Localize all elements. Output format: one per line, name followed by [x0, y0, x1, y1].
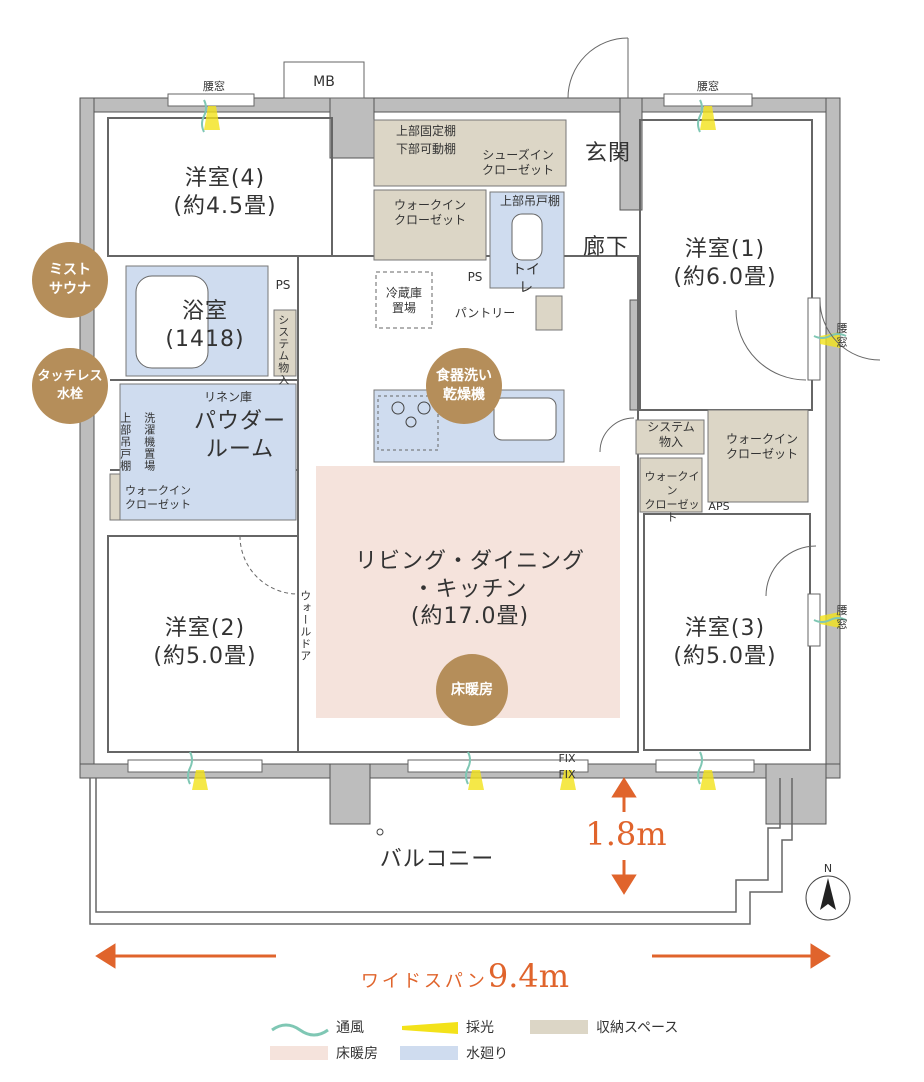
upper-hanging-shelf-label: 上部吊戸棚	[499, 194, 560, 208]
balcony-depth-label: 1.8m	[585, 815, 667, 853]
span-arrow	[95, 943, 831, 969]
kitchen-sink	[493, 397, 557, 441]
windows	[127, 61, 821, 773]
stove	[377, 395, 439, 451]
fridge-label: 冷蔵庫 置場	[385, 286, 422, 315]
bathtub	[135, 275, 209, 369]
legend-floor-heat-swatch	[270, 1046, 328, 1060]
window-label: 腰 窓	[836, 604, 848, 631]
system-storage-label: システム物入	[276, 314, 290, 386]
fridge-space	[375, 271, 433, 329]
burner-icon	[391, 401, 405, 415]
room-western-1: 洋室(1)(約6.0畳)	[660, 236, 790, 291]
mb-label: MB	[313, 74, 335, 90]
walk-in-closet-label: ウォークイン クローゼット	[125, 484, 191, 511]
north-label: N	[823, 862, 833, 875]
walk-in-closet-label: ウォークイン クローゼット	[644, 470, 700, 525]
room-size: (約5.0畳)	[153, 643, 257, 669]
legend-ventilation: 通風	[336, 1020, 364, 1036]
ps-label: PS	[467, 270, 483, 284]
room-size: (約17.0畳)	[410, 604, 530, 629]
balcony-outline	[89, 778, 793, 925]
floor-heating-badge: 床暖房	[436, 654, 508, 726]
upper-fixed-shelf-label: 上部固定棚	[396, 124, 457, 138]
room-name: 洋室(1)	[684, 237, 766, 262]
system-storage-label: システム 物入	[647, 420, 695, 449]
room-western-4: 洋室(4)(約4.5畳)	[160, 165, 290, 220]
drain-icon	[376, 828, 384, 836]
window-label: 腰 窓	[836, 322, 848, 349]
room-powder: パウダー ルーム	[193, 409, 286, 462]
legend-wave-icon	[271, 1023, 329, 1037]
legend-floor-heating: 床暖房	[336, 1046, 378, 1062]
fix-label: FIX	[558, 752, 576, 765]
window-label: 腰窓	[203, 80, 225, 93]
room-balcony: バルコニー	[379, 847, 495, 872]
room-name: リビング・ダイニング ・キッチン	[354, 549, 585, 602]
burner-icon	[405, 416, 417, 428]
room-ldk: リビング・ダイニング ・キッチン(約17.0畳)	[330, 548, 610, 631]
shoes-in-closet-label: シューズイン クローゼット	[481, 148, 554, 177]
legend-water: 水廻り	[466, 1046, 508, 1062]
room-entrance: 玄関	[584, 141, 631, 166]
linen-label: リネン庫	[204, 390, 253, 404]
room-name: 洋室(3)	[684, 616, 766, 641]
room-size: (1418)	[165, 326, 245, 352]
walk-in-closet-label: ウォークイン クローゼット	[725, 432, 798, 461]
aps-label: APS	[708, 500, 730, 513]
legend-beam-icon	[402, 1022, 458, 1034]
light-beams	[192, 106, 840, 790]
span-label: ワイドスパン9.4m	[290, 936, 640, 996]
room-bath: 浴室(1418)	[150, 298, 260, 353]
room-size: (約5.0畳)	[673, 643, 777, 669]
legend-light: 採光	[466, 1020, 494, 1036]
span-text: ワイドスパン	[360, 971, 488, 992]
room-size: (約4.5畳)	[173, 193, 277, 219]
walls	[79, 97, 841, 825]
room-name: 洋室(4)	[184, 166, 266, 191]
touchless-faucet-badge: タッチレス 水栓	[32, 348, 108, 424]
ventilation-marks	[187, 99, 847, 785]
mist-sauna-badge: ミスト サウナ	[32, 242, 108, 318]
room-western-3: 洋室(3)(約5.0畳)	[660, 615, 790, 670]
room-size: (約6.0畳)	[673, 264, 777, 290]
legend-storage-swatch	[530, 1020, 588, 1034]
window-label: 腰窓	[697, 80, 719, 93]
room-toilet: トイレ	[512, 262, 540, 296]
dish-dryer-badge: 食器洗い 乾燥機	[426, 348, 502, 424]
north-arrow-icon	[820, 878, 836, 910]
ps-label: PS	[275, 278, 291, 292]
lower-movable-shelf-label: 下部可動棚	[396, 142, 457, 156]
legend-storage: 収納スペース	[596, 1020, 679, 1036]
room-hallway: 廊下	[582, 235, 629, 260]
toilet-bowl	[511, 213, 543, 261]
fix-label: FIX	[558, 768, 576, 781]
wall-door-label: ウォールドア	[298, 590, 312, 662]
depth-arrow	[611, 777, 637, 895]
room-name: 浴室	[181, 299, 228, 324]
legend-water-swatch	[400, 1046, 458, 1060]
washer-label: 洗濯機置場	[142, 412, 156, 472]
burner-icon	[417, 401, 431, 415]
door-swings	[239, 37, 881, 597]
upper-cabinet-label: 上部吊戸棚	[118, 412, 132, 472]
walk-in-closet-label: ウォークイン クローゼット	[393, 198, 466, 227]
span-value: 9.4m	[487, 957, 570, 995]
room-western-2: 洋室(2)(約5.0畳)	[140, 615, 270, 670]
pantry-label: パントリー	[454, 306, 516, 320]
room-name: 洋室(2)	[164, 616, 246, 641]
